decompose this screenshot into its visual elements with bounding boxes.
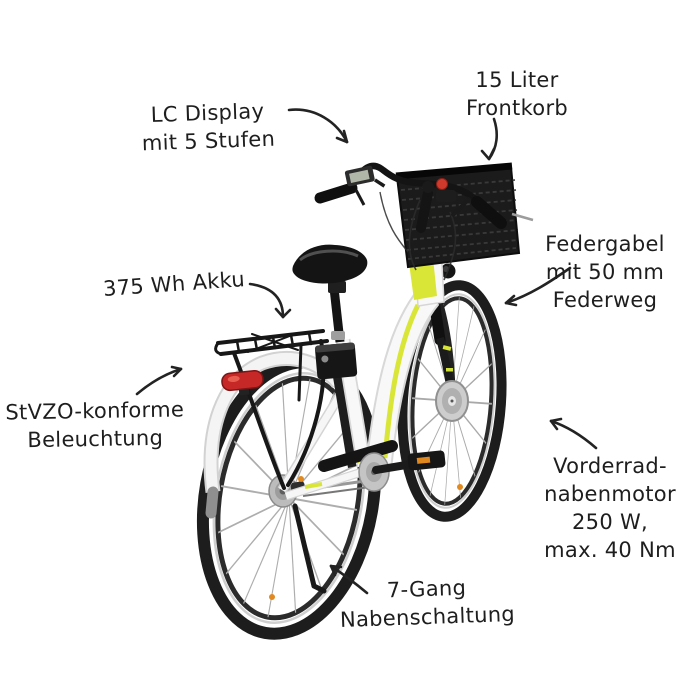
label-federgabel-line2: mit 50 mm	[545, 260, 665, 284]
arrow-frontkorb	[480, 117, 499, 161]
label-nabenmotor-line3: 250 W,	[571, 510, 648, 534]
label-beleuchtung-line1: StVZO-konforme	[5, 397, 185, 425]
rear-fender	[203, 351, 344, 519]
saddle	[292, 244, 368, 343]
pedal	[407, 450, 446, 471]
label-nabenschaltung: 7-Gang Nabenschaltung	[339, 572, 516, 634]
label-lc-display-line2: mit 5 Stufen	[141, 126, 276, 156]
label-nabenmotor-line1: Vorderrad-	[553, 454, 667, 478]
cable	[408, 199, 421, 271]
label-frontkorb-line2: Frontkorb	[465, 96, 569, 120]
kickstand	[292, 503, 327, 594]
lcd-screen	[349, 169, 370, 183]
lc-display	[344, 165, 386, 188]
mudflap	[205, 486, 219, 519]
rear-spoke-reflector	[269, 594, 275, 600]
down-tube-accent	[382, 303, 421, 459]
arrow-akku	[248, 282, 292, 319]
right-grip	[471, 196, 507, 229]
drivetrain	[318, 440, 446, 492]
battery-pack	[314, 342, 358, 380]
pedal-reflector	[416, 456, 431, 464]
arrow-nabenmotor	[549, 417, 598, 450]
front-wheel	[397, 280, 507, 522]
front-spoke-reflector	[457, 484, 463, 490]
left-grip	[314, 182, 358, 204]
label-frontkorb-line1: 15 Liter	[475, 68, 559, 92]
cockpit	[314, 162, 507, 281]
fork-accent	[442, 345, 452, 351]
label-federgabel-line3: Federweg	[552, 288, 658, 312]
label-nabenmotor-line4: max. 40 Nm	[544, 538, 676, 562]
label-lc-display: LC Display mit 5 Stufen	[140, 97, 275, 158]
tail-light	[221, 370, 264, 396]
label-beleuchtung-line2: Beleuchtung	[27, 425, 164, 453]
chainstay-accent	[304, 482, 323, 489]
basket-rim	[395, 162, 513, 180]
stem	[416, 188, 433, 233]
rear-rack	[214, 329, 329, 490]
label-nabenmotor-line2: nabenmotor	[544, 482, 676, 506]
label-frontkorb: 15 Liter Frontkorb	[466, 66, 568, 122]
arrow-federgabel	[504, 266, 572, 307]
arrow-beleuchtung	[135, 365, 183, 396]
arrow-lc-display	[287, 108, 349, 144]
front-hub-motor	[435, 380, 469, 422]
hub-reflector	[298, 476, 304, 482]
label-federgabel-line1: Federgabel	[545, 232, 665, 256]
label-nabenmotor: Vorderrad- nabenmotor 250 W, max. 40 Nm	[544, 452, 676, 564]
chain-guard	[318, 440, 398, 472]
bell-button	[436, 178, 448, 190]
label-beleuchtung: StVZO-konforme Beleuchtung	[5, 395, 185, 454]
brake-lever	[450, 196, 472, 218]
arrow-nabenschaltung	[329, 564, 369, 595]
label-federgabel: Federgabel mit 50 mm Federweg	[545, 230, 665, 314]
